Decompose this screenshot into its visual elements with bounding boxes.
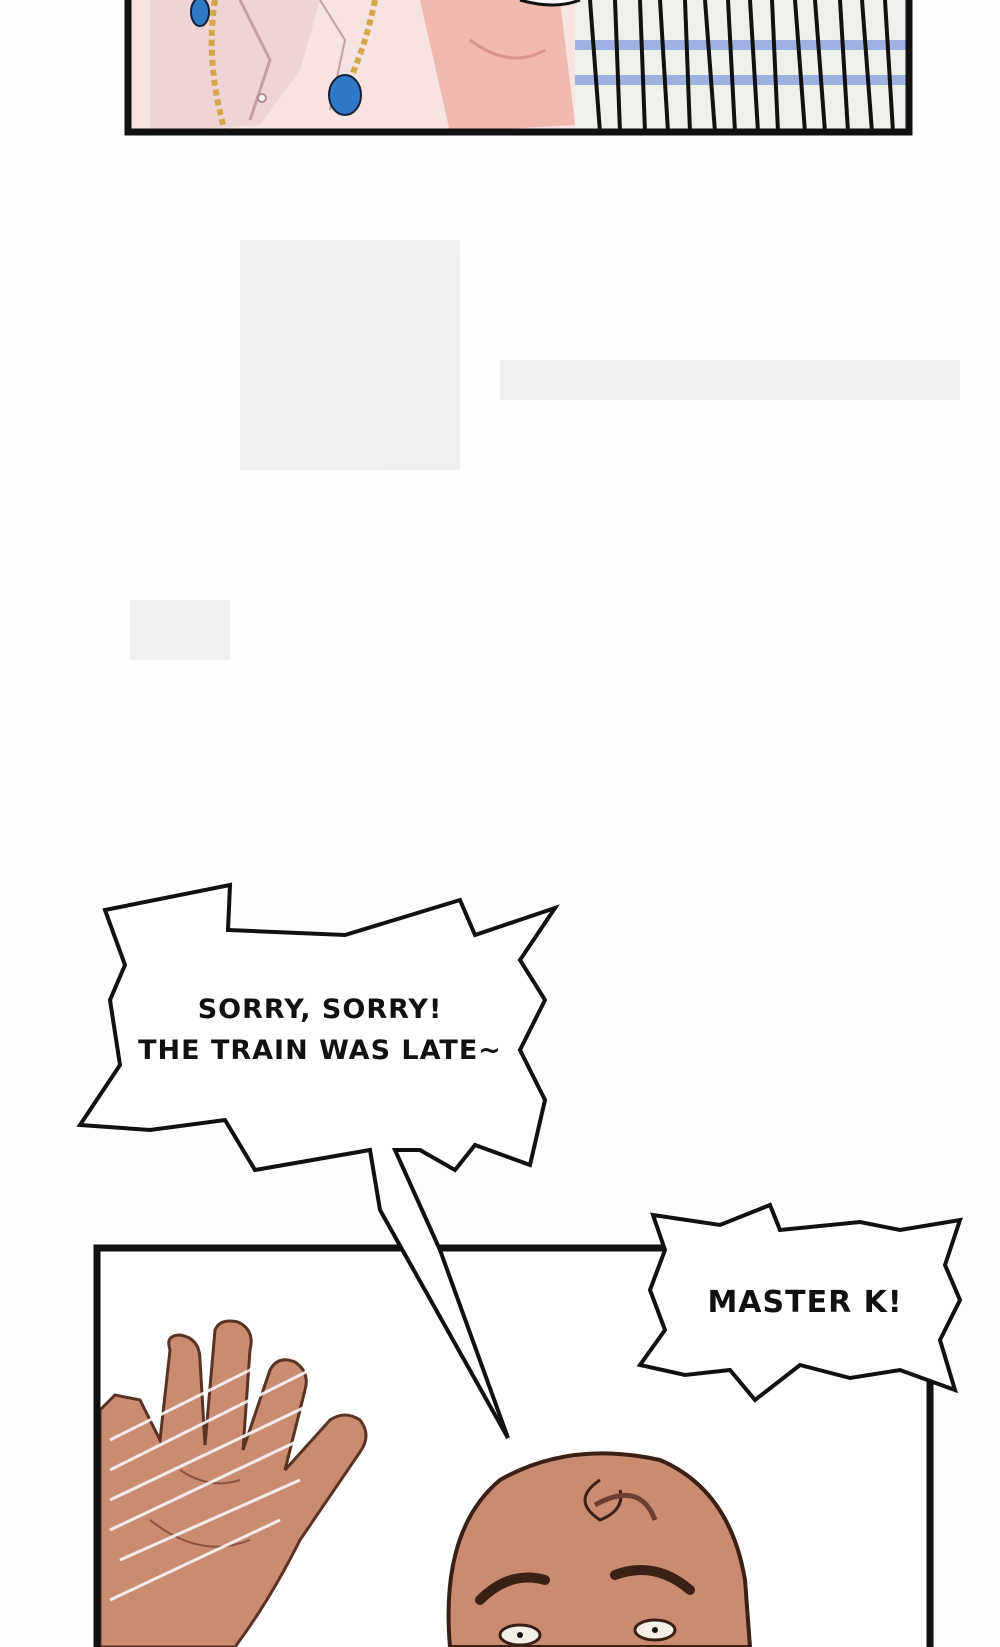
necklace	[190, 0, 378, 133]
speed-lines	[575, 0, 909, 133]
speech-bubble-side	[636, 1202, 963, 1403]
bald-man-head	[446, 1451, 753, 1647]
bleed-through	[130, 240, 960, 660]
top-panel	[124, 0, 913, 136]
speech-side-text: MASTER K!	[680, 1280, 930, 1325]
speech-side-line: MASTER K!	[707, 1285, 903, 1320]
speech-main-line-2: THE TRAIN WAS LATE~	[138, 1034, 502, 1066]
speech-bubble-main	[76, 882, 560, 1439]
speech-main-text: SORRY, SORRY! THE TRAIN WAS LATE~	[130, 990, 510, 1071]
speech-main-line-1: SORRY, SORRY!	[197, 994, 443, 1025]
waving-hand	[98, 1319, 368, 1647]
